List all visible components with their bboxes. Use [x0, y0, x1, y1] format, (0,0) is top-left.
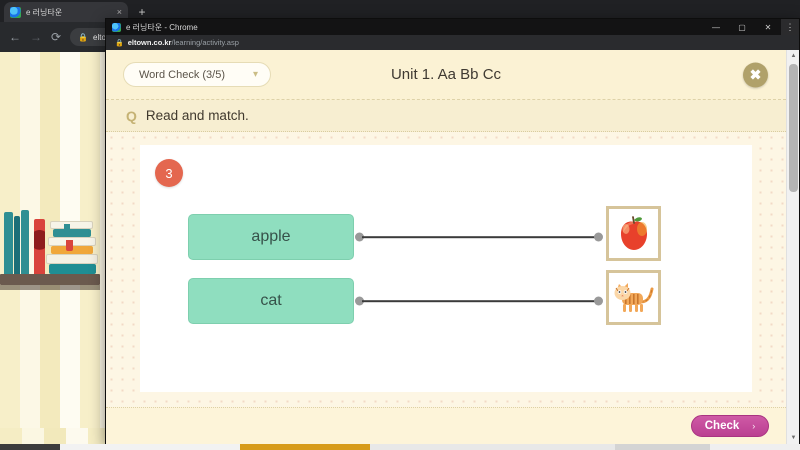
scroll-down-icon[interactable]: ▼: [790, 435, 797, 441]
new-tab-icon[interactable]: +: [138, 5, 146, 19]
picture-card-apple[interactable]: [606, 206, 661, 261]
check-button-label: Check: [704, 420, 740, 432]
instruction-bar: Q Read and match.: [106, 100, 786, 132]
taskbar: [0, 444, 800, 450]
tab-strip: e 러닝타운 × +: [0, 0, 800, 22]
question-number-badge: 3: [155, 159, 183, 187]
connector-dot-right[interactable]: [594, 296, 603, 306]
word-card-apple[interactable]: apple: [188, 214, 354, 260]
taskbar-segment: [60, 444, 240, 450]
popup-url-bar[interactable]: 🔒 eltown.co.kr/learning/activity.asp: [106, 35, 799, 50]
word-label: cat: [260, 292, 282, 309]
taskbar-segment: [240, 444, 370, 450]
menu-kebab-icon[interactable]: ⋮: [781, 19, 799, 35]
word-check-selector[interactable]: Word Check (3/5) ▾: [123, 62, 271, 87]
tab-title: e 러닝타운: [26, 7, 63, 17]
lock-icon: 🔒: [115, 39, 124, 47]
popup-url-path: /learning/activity.asp: [171, 38, 239, 47]
popup-url: eltown.co.kr/learning/activity.asp: [128, 38, 239, 47]
connector-line: [362, 236, 596, 238]
check-button[interactable]: Check ›: [691, 415, 769, 437]
popup-window-title: e 러닝타운 - Chrome: [126, 22, 198, 32]
chrome-favicon-icon: [112, 22, 121, 32]
apple-illustration-icon: [620, 215, 647, 250]
instruction-text: Read and match.: [145, 108, 249, 123]
close-icon[interactable]: ✕: [764, 22, 772, 32]
picture-card-cat[interactable]: [606, 270, 661, 325]
taskbar-segment: [370, 444, 615, 450]
taskbar-segment: [615, 444, 710, 450]
forward-icon: →: [30, 30, 42, 44]
activity-popup-window: e 러닝타운 - Chrome — ▢ ✕ ⋮ 🔒 eltown.co.kr/l…: [105, 18, 800, 445]
minimize-icon[interactable]: —: [712, 22, 720, 32]
scrollbar-thumb[interactable]: [789, 64, 798, 192]
word-label: apple: [251, 228, 291, 245]
close-activity-button[interactable]: ✖: [743, 62, 768, 87]
browser-tab-eltown[interactable]: e 러닝타운 ×: [4, 2, 128, 22]
question-marker: Q: [126, 107, 137, 124]
maximize-icon[interactable]: ▢: [738, 22, 746, 32]
taskbar-segment: [710, 444, 800, 450]
question-card: 3 apple: [140, 145, 752, 392]
popup-viewport: Word Check (3/5) ▾ Unit 1. Aa Bb Cc ✖ Q …: [106, 50, 799, 444]
activity-footer: Check ›: [106, 407, 786, 444]
activity-header: Word Check (3/5) ▾ Unit 1. Aa Bb Cc ✖: [106, 50, 786, 100]
word-check-label: Word Check (3/5): [139, 68, 225, 81]
scroll-up-icon[interactable]: ▲: [790, 53, 797, 59]
match-row: cat: [140, 270, 752, 325]
chevron-right-icon: ›: [752, 421, 756, 431]
window-controls: — ▢ ✕ ⋮: [703, 19, 799, 35]
shelf-plank: [0, 274, 100, 290]
connector-line: [362, 300, 596, 302]
connector-dot-left[interactable]: [355, 296, 364, 306]
taskbar-segment: [0, 444, 60, 450]
content-area: 3 apple: [106, 132, 786, 407]
reload-icon[interactable]: ⟳: [51, 30, 62, 44]
popup-title-bar[interactable]: e 러닝타운 - Chrome — ▢ ✕ ⋮: [106, 19, 799, 35]
page-scrollbar[interactable]: ▲ ▼: [786, 50, 799, 444]
match-row: apple: [140, 206, 752, 261]
word-card-cat[interactable]: cat: [188, 278, 354, 324]
activity-page: Word Check (3/5) ▾ Unit 1. Aa Bb Cc ✖ Q …: [106, 50, 786, 444]
bookshelf-illustration: [0, 200, 100, 295]
back-icon[interactable]: ←: [9, 30, 21, 44]
chevron-down-icon: ▾: [252, 69, 258, 80]
popup-url-host: eltown.co.kr: [127, 38, 172, 47]
cat-illustration-icon: [614, 282, 653, 312]
connector-dot-right[interactable]: [594, 232, 603, 242]
chrome-favicon-icon: [10, 6, 21, 18]
tab-close-icon[interactable]: ×: [116, 6, 122, 17]
connector-dot-left[interactable]: [355, 232, 364, 242]
lock-icon: 🔒: [78, 32, 89, 42]
